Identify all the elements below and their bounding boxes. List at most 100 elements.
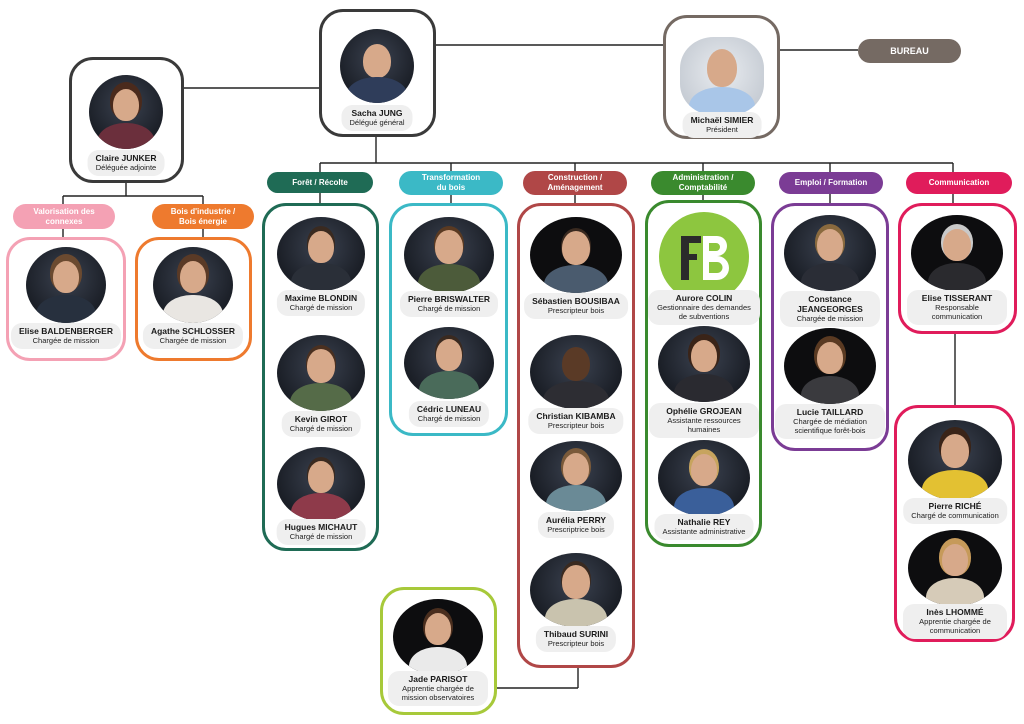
name: Maxime BLONDIN — [284, 293, 358, 303]
fb-logo — [659, 212, 749, 302]
name: Michaël SIMIER — [690, 115, 754, 125]
name-label: Aurore COLIN Gestionnaire des demandes d… — [648, 290, 760, 325]
role: Chargée de mission — [32, 336, 100, 345]
name-label: Nathalie REY Assistante administrative — [654, 514, 754, 540]
group-bureau: BUREAU — [858, 39, 961, 63]
name-label: Elise TISSERANT Responsable communicatio… — [907, 290, 1007, 325]
group-communication: Communication — [906, 172, 1012, 194]
name-label: Hugues MICHAUT Chargé de mission — [276, 519, 366, 545]
photo — [784, 328, 876, 404]
photo — [277, 447, 365, 521]
name: Jade PARISOT — [408, 674, 468, 684]
photo — [908, 530, 1002, 606]
role: Chargé de mission — [417, 304, 481, 313]
name-label: Elise BALDENBERGER Chargée de mission — [11, 323, 121, 349]
photo — [340, 29, 414, 103]
name-label: Maxime BLONDIN Chargé de mission — [276, 290, 366, 316]
photo — [530, 441, 622, 511]
group-emploi: Emploi / Formation — [779, 172, 883, 194]
name: Kevin GIROT — [294, 414, 348, 424]
role: Chargé de communication — [911, 511, 999, 520]
photo — [277, 335, 365, 411]
name: Constance JEANGEORGES — [797, 294, 863, 314]
name: Inès LHOMMÉ — [926, 607, 984, 617]
name: Sébastien BOUSIBAA — [532, 296, 620, 306]
name: Nathalie REY — [677, 517, 731, 527]
name-label: Sébastien BOUSIBAA Prescripteur bois — [524, 293, 628, 319]
name: Pierre RICHÉ — [928, 501, 982, 511]
role: Assistante ressources humaines — [667, 416, 741, 434]
name-label: Lucie TAILLARD Chargée de médiation scie… — [775, 404, 885, 439]
name-label: Claire JUNKER Déléguée adjointe — [87, 150, 165, 176]
name: Agathe SCHLOSSER — [150, 326, 236, 336]
name: Thibaud SURINI — [543, 629, 609, 639]
role: Gestionnaire des demandes de subventions — [657, 303, 751, 321]
name-label: Thibaud SURINI Prescripteur bois — [535, 626, 617, 652]
name: Cédric LUNEAU — [416, 404, 482, 414]
photo — [404, 327, 494, 399]
role: Chargé de mission — [289, 303, 353, 312]
role: Chargé de mission — [417, 414, 481, 423]
name-label: Agathe SCHLOSSER Chargée de mission — [142, 323, 244, 349]
photo — [908, 420, 1002, 500]
role: Apprentie chargée de mission observatoir… — [401, 684, 475, 702]
name-label: Constance JEANGEORGES Chargée de mission — [780, 291, 880, 327]
group-connexes: Valorisation des connexes — [13, 204, 115, 229]
name-label: Christian KIBAMBA Prescripteur bois — [528, 408, 624, 434]
photo — [404, 217, 494, 293]
name: Elise BALDENBERGER — [19, 326, 113, 336]
name: Hugues MICHAUT — [284, 522, 358, 532]
role: Président — [706, 125, 738, 134]
photo — [89, 75, 163, 149]
role: Chargée de mission — [796, 314, 864, 323]
role: Prescripteur bois — [547, 639, 605, 648]
photo — [393, 599, 483, 675]
group-admin: Administration / Comptabilité — [651, 171, 755, 195]
role: Chargé de mission — [289, 424, 353, 433]
name-label: Sacha JUNG Délégué général — [341, 105, 413, 131]
name: Christian KIBAMBA — [536, 411, 616, 421]
group-foret: Forêt / Récolte — [267, 172, 373, 193]
photo — [680, 37, 764, 115]
role: Délégué général — [349, 118, 405, 127]
photo — [530, 553, 622, 627]
role: Chargée de mission — [159, 336, 227, 345]
group-transfo: Transformation du bois — [399, 171, 503, 195]
name-label: Kevin GIROT Chargé de mission — [281, 411, 361, 437]
role: Chargé de mission — [289, 532, 353, 541]
name: Elise TISSERANT — [921, 293, 993, 303]
role: Prescriptrice bois — [547, 525, 605, 534]
photo — [784, 215, 876, 291]
name-label: Cédric LUNEAU Chargé de mission — [408, 401, 490, 427]
group-industrie: Bois d'industrie / Bois énergie — [152, 204, 254, 229]
name: Aurélia PERRY — [545, 515, 607, 525]
name: Sacha JUNG — [351, 108, 403, 118]
photo — [153, 247, 233, 323]
name: Ophélie GROJEAN — [666, 406, 742, 416]
name-label: Ophélie GROJEAN Assistante ressources hu… — [649, 403, 759, 438]
photo — [277, 217, 365, 291]
photo — [658, 440, 750, 516]
role: Prescripteur bois — [547, 306, 605, 315]
name-label: Aurélia PERRY Prescriptrice bois — [537, 512, 615, 538]
role: Déléguée adjointe — [95, 163, 157, 172]
photo — [26, 247, 106, 323]
photo — [530, 335, 622, 409]
name: Claire JUNKER — [95, 153, 157, 163]
role: Apprentie chargée de communication — [919, 617, 991, 635]
name-label: Jade PARISOT Apprentie chargée de missio… — [388, 671, 488, 706]
photo — [911, 215, 1003, 291]
role: Prescripteur bois — [547, 421, 605, 430]
role: Responsable communication — [931, 303, 983, 321]
role: Assistante administrative — [662, 527, 746, 536]
role: Chargée de médiation scientifique forêt-… — [793, 417, 867, 435]
name-label: Inès LHOMMÉ Apprentie chargée de communi… — [903, 604, 1007, 639]
photo — [658, 326, 750, 402]
name: Aurore COLIN — [675, 293, 733, 303]
name-label: Michaël SIMIER Président — [682, 112, 762, 138]
group-construction: Construction / Aménagement — [523, 171, 627, 195]
name-label: Pierre BRISWALTER Chargé de mission — [399, 291, 499, 317]
photo — [530, 217, 622, 293]
name: Pierre BRISWALTER — [407, 294, 491, 304]
